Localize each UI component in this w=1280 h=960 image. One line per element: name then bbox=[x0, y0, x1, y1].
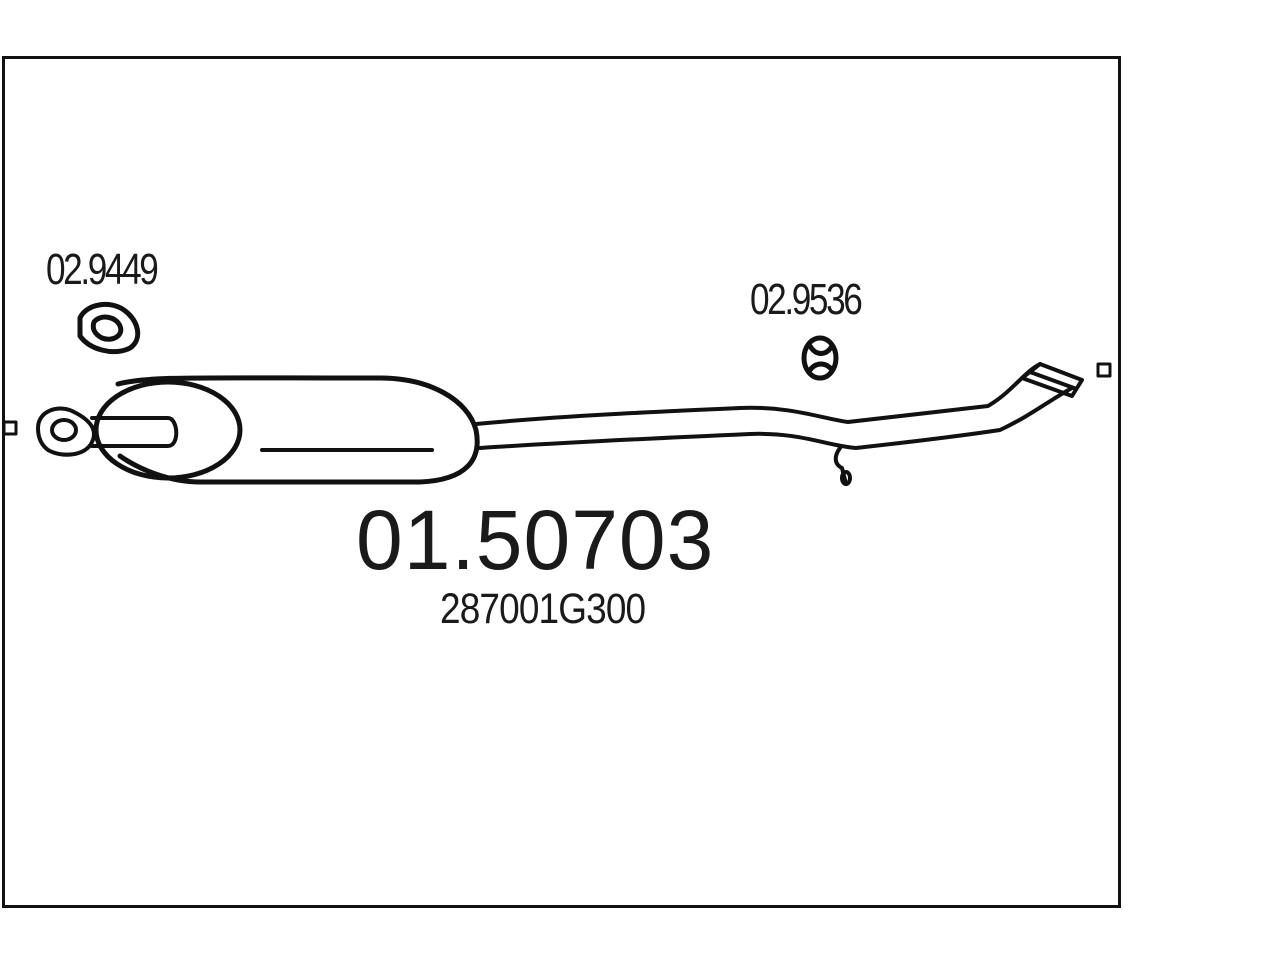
mount-part-number: 02.9536 bbox=[750, 275, 863, 324]
drawing-frame bbox=[2, 56, 1121, 908]
inlet-flange bbox=[36, 406, 96, 457]
gasket-icon bbox=[77, 301, 141, 354]
inlet-pipe bbox=[90, 416, 179, 448]
gasket-part-number: 02.9449 bbox=[46, 245, 159, 294]
muffler bbox=[93, 375, 480, 485]
oem-part-number: 287001G300 bbox=[440, 585, 646, 633]
hanger-bracket bbox=[833, 446, 852, 486]
tailpipe bbox=[474, 362, 1084, 450]
main-part-number: 01.50703 bbox=[356, 493, 715, 587]
right-edge-marker bbox=[1096, 362, 1112, 378]
left-edge-marker bbox=[2, 420, 18, 436]
rubber-mount-icon bbox=[801, 335, 839, 381]
